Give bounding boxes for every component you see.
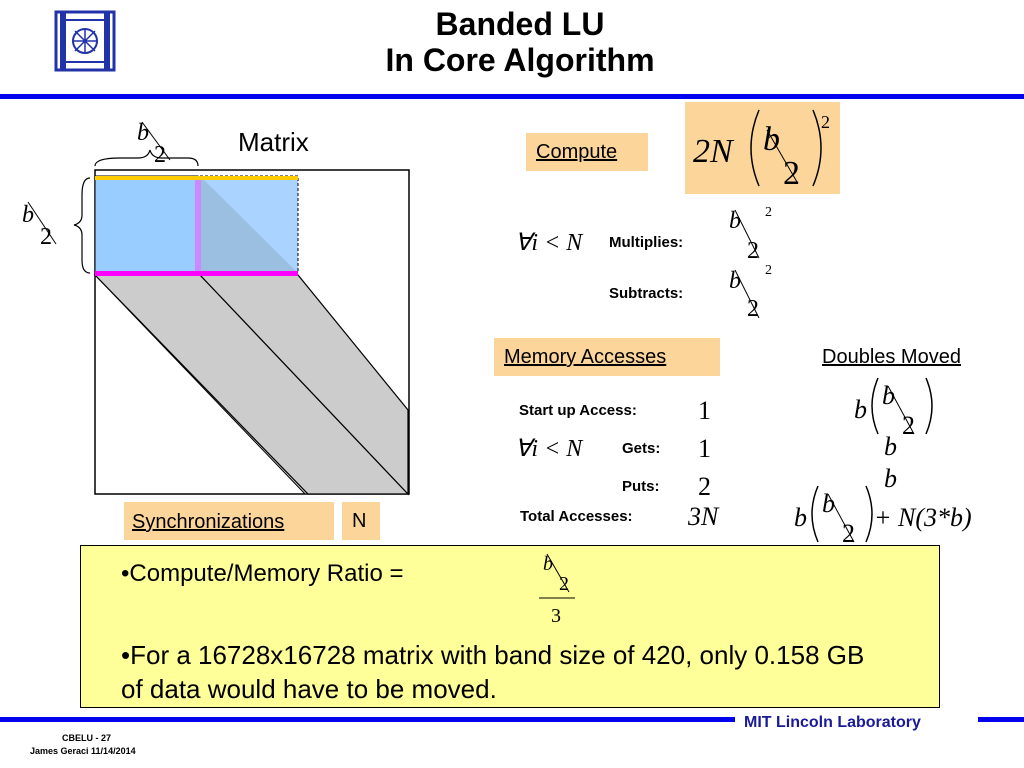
svg-text:b: b: [543, 553, 553, 575]
gold-row: [95, 176, 298, 180]
svg-text:2: 2: [747, 296, 759, 322]
sync-label-box: Synchronizations: [124, 502, 334, 540]
multiplies-label: Multiplies:: [609, 234, 684, 251]
sync-label: Synchronizations: [132, 511, 285, 533]
ratio-formula: b 2 3: [539, 553, 575, 627]
startup-label: Start up Access:: [519, 402, 637, 419]
compute-formula: 2N b 2 2: [693, 109, 830, 192]
left-block: [94, 175, 199, 274]
title-line-2: In Core Algorithm: [385, 42, 655, 78]
header-divider: [0, 94, 1024, 99]
memory-label: Memory Accesses: [504, 346, 667, 368]
left-fraction-2: 2: [40, 224, 52, 250]
doubles-total-suffix: + N(3*b): [874, 503, 972, 532]
compute-b: b: [763, 121, 780, 158]
top-fraction-2: 2: [154, 142, 166, 168]
mit-lincoln-logo: [54, 10, 116, 72]
svg-text:2: 2: [559, 573, 569, 595]
total-label: Total Accesses:: [520, 508, 633, 525]
forall-compute: ∀i < N: [515, 230, 583, 256]
sync-value: N: [352, 510, 367, 532]
svg-text:b: b: [729, 208, 741, 234]
compute-label-box: Compute: [526, 133, 648, 171]
svg-text:b: b: [882, 381, 895, 410]
footer-divider-right: [978, 717, 1024, 722]
doubles-startup-formula: b b 2: [854, 377, 933, 438]
slide-code: CBELU - 27: [62, 733, 112, 743]
svg-text:2: 2: [747, 238, 759, 262]
svg-text:b: b: [854, 395, 867, 424]
top-fraction-b: b: [137, 120, 149, 146]
title-line-1: Banded LU: [435, 6, 605, 42]
memory-label-box: Memory Accesses: [494, 338, 720, 376]
subtracts-label: Subtracts:: [609, 285, 684, 302]
matrix-example-bullet: •For a 16728x16728 matrix with band size…: [121, 640, 865, 704]
subtracts-formula: b 2 2: [729, 263, 772, 322]
puts-value: 2: [698, 472, 711, 501]
doubles-moved-label: Doubles Moved: [822, 346, 961, 368]
left-brace: [73, 177, 91, 274]
multiplies-formula: b 2 2: [729, 205, 772, 262]
author-date: James Geraci 11/14/2014: [30, 746, 136, 756]
right-block-triangle: [200, 176, 298, 273]
startup-value: 1: [698, 396, 711, 425]
svg-text:b: b: [794, 503, 807, 532]
doubles-total-formula: b b 2 + N(3*b): [794, 485, 972, 546]
compute-label: Compute: [536, 141, 618, 163]
svg-text:b: b: [729, 268, 741, 294]
doubles-gets-value: b: [884, 432, 897, 461]
banded-matrix-diagram: b 2 b 2: [22, 120, 410, 496]
footer-divider-left: [0, 717, 735, 722]
magenta-row: [95, 271, 298, 276]
ratio-bullet: •Compute/Memory Ratio =: [121, 560, 404, 587]
forall-memory: ∀i < N: [515, 436, 583, 462]
gets-label: Gets:: [622, 440, 661, 457]
compute-denom: 2: [783, 155, 800, 192]
compute-formula-box: [685, 102, 840, 194]
compute-2n: 2N: [693, 133, 735, 170]
pivot-column: [195, 176, 201, 273]
svg-text:3: 3: [551, 605, 561, 627]
sync-value-box: N: [342, 502, 380, 540]
compute-exp: 2: [821, 112, 830, 132]
svg-text:2: 2: [842, 519, 855, 546]
page-title: Banded LU In Core Algorithm: [260, 6, 780, 78]
puts-label: Puts:: [622, 478, 660, 495]
total-value: 3N: [688, 502, 719, 531]
matrix-label: Matrix: [238, 127, 309, 157]
svg-text:2: 2: [765, 205, 772, 220]
summary-box: •Compute/Memory Ratio = b 2 3 •For a 167…: [80, 545, 940, 708]
left-fraction-b: b: [22, 202, 34, 228]
org-name: MIT Lincoln Laboratory: [744, 714, 921, 731]
doubles-puts-value: b: [884, 464, 897, 493]
svg-text:2: 2: [765, 263, 772, 278]
top-brace: [94, 149, 199, 167]
gets-value: 1: [698, 434, 711, 463]
svg-text:b: b: [822, 489, 835, 518]
svg-text:2: 2: [902, 411, 915, 438]
